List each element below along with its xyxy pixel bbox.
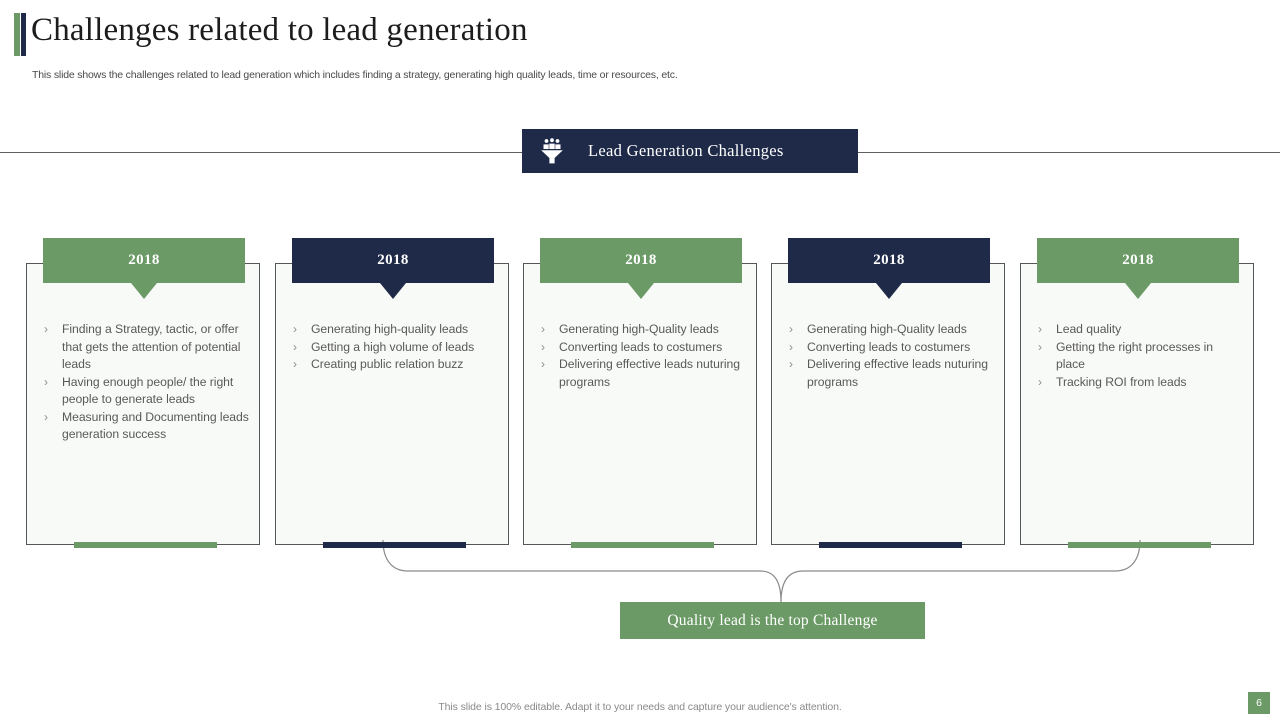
page-subtitle: This slide shows the challenges related … xyxy=(32,69,678,81)
card-footer-accent xyxy=(819,542,962,548)
card-footer-accent xyxy=(323,542,466,548)
chevron-right-icon: › xyxy=(44,409,48,424)
card-year-label: 2018 xyxy=(625,252,657,268)
list-item-text: Delivering effective leads nuturing prog… xyxy=(807,357,988,389)
list-item-text: Getting the right processes in place xyxy=(1056,339,1214,372)
card-year-tab: 2018 xyxy=(540,238,742,299)
challenge-card[interactable]: 2018 › Generating high-quality leads › Get… xyxy=(275,238,509,548)
list-item: › Tracking ROI from leads xyxy=(1034,374,1243,392)
card-item-list: › Generating high-Quality leads › Converti… xyxy=(537,321,746,391)
card-year-tab: 2018 xyxy=(1037,238,1239,299)
card-year-label: 2018 xyxy=(1122,252,1154,268)
footer-note: This slide is 100% editable. Adapt it to… xyxy=(438,701,842,713)
list-item: › Converting leads to costumers xyxy=(785,339,994,357)
banner-title: Lead Generation Challenges xyxy=(588,141,784,160)
challenge-card[interactable]: 2018 › Lead quality › Getting the right pr… xyxy=(1020,238,1254,548)
card-item-list: › Generating high-quality leads › Getting … xyxy=(289,321,498,374)
card-year-tab: 2018 xyxy=(43,238,245,299)
challenge-card[interactable]: 2018 › Finding a Strategy, tactic, or off… xyxy=(26,238,260,548)
chevron-right-icon: › xyxy=(789,322,793,336)
lead-funnel-icon xyxy=(537,136,567,166)
list-item: › Generating high-Quality leads xyxy=(537,321,746,339)
chevron-right-icon: › xyxy=(789,339,793,354)
list-item-text: Generating high-quality leads xyxy=(311,322,469,336)
page-title: Challenges related to lead generation xyxy=(31,12,528,48)
page-number-badge: 6 xyxy=(1248,692,1270,714)
challenge-card[interactable]: 2018 › Generating high-Quality leads › Con… xyxy=(771,238,1005,548)
card-tab-notch xyxy=(380,283,406,299)
list-item: › Finding a Strategy, tactic, or offer th… xyxy=(40,321,249,374)
list-item: › Getting a high volume of leads xyxy=(289,339,498,357)
list-item-text: Tracking ROI from leads xyxy=(1056,374,1187,389)
chevron-right-icon: › xyxy=(1038,339,1042,354)
list-item-text: Having enough people/ the right people t… xyxy=(62,374,234,407)
chevron-right-icon: › xyxy=(1038,322,1042,336)
chevron-right-icon: › xyxy=(541,357,545,371)
card-tab-notch xyxy=(876,283,902,299)
list-item: › Lead quality xyxy=(1034,321,1243,339)
list-item: › Creating public relation buzz xyxy=(289,356,498,374)
chevron-right-icon: › xyxy=(293,357,297,371)
card-footer-accent xyxy=(1068,542,1211,548)
list-item-text: Measuring and Documenting leads generati… xyxy=(62,409,249,442)
list-item-text: Finding a Strategy, tactic, or offer tha… xyxy=(62,322,241,371)
list-item: › Having enough people/ the right people … xyxy=(40,374,249,409)
card-item-list: › Lead quality › Getting the right process… xyxy=(1034,321,1243,391)
accent-bar-navy xyxy=(21,13,26,56)
list-item: › Generating high-Quality leads xyxy=(785,321,994,339)
chevron-right-icon: › xyxy=(541,339,545,354)
list-item-text: Generating high-Quality leads xyxy=(559,322,719,336)
chevron-right-icon: › xyxy=(44,322,48,336)
chevron-right-icon: › xyxy=(541,322,545,336)
card-year-tab: 2018 xyxy=(788,238,990,299)
card-year-label: 2018 xyxy=(128,252,160,268)
card-tab-notch xyxy=(131,283,157,299)
chevron-right-icon: › xyxy=(293,339,297,354)
chevron-right-icon: › xyxy=(789,357,793,371)
accent-bar-green xyxy=(14,13,20,56)
card-tab-notch xyxy=(1125,283,1151,299)
chevron-right-icon: › xyxy=(293,322,297,336)
list-item-text: Lead quality xyxy=(1056,322,1122,336)
list-item: › Delivering effective leads nuturing pro… xyxy=(785,356,994,391)
list-item-text: Converting leads to costumers xyxy=(807,339,971,354)
card-year-label: 2018 xyxy=(377,252,409,268)
list-item-text: Getting a high volume of leads xyxy=(311,339,475,354)
list-item-text: Creating public relation buzz xyxy=(311,357,464,371)
list-item: › Delivering effective leads nuturing pro… xyxy=(537,356,746,391)
card-footer-accent xyxy=(571,542,714,548)
title-accent-bar xyxy=(14,13,26,56)
conclusion-box[interactable]: Quality lead is the top Challenge xyxy=(620,602,925,639)
list-item: › Generating high-quality leads xyxy=(289,321,498,339)
challenge-card[interactable]: 2018 › Generating high-Quality leads › Con… xyxy=(523,238,757,548)
list-item-text: Generating high-Quality leads xyxy=(807,322,967,336)
challenge-cards-row: 2018 › Finding a Strategy, tactic, or off… xyxy=(0,238,1280,548)
list-item: › Measuring and Documenting leads generat… xyxy=(40,409,249,444)
list-item-text: Delivering effective leads nuturing prog… xyxy=(559,357,740,389)
card-tab-notch xyxy=(628,283,654,299)
list-item: › Converting leads to costumers xyxy=(537,339,746,357)
card-year-label: 2018 xyxy=(873,252,905,268)
bracket-connector xyxy=(0,539,1280,610)
chevron-right-icon: › xyxy=(1038,374,1042,389)
card-item-list: › Finding a Strategy, tactic, or offer th… xyxy=(40,321,249,444)
card-item-list: › Generating high-Quality leads › Converti… xyxy=(785,321,994,391)
conclusion-label: Quality lead is the top Challenge xyxy=(667,611,878,629)
list-item-text: Converting leads to costumers xyxy=(559,339,723,354)
card-year-tab: 2018 xyxy=(292,238,494,299)
chevron-right-icon: › xyxy=(44,374,48,389)
list-item: › Getting the right processes in place xyxy=(1034,339,1243,374)
banner-lead-generation-challenges: Lead Generation Challenges xyxy=(522,129,858,173)
card-footer-accent xyxy=(74,542,217,548)
